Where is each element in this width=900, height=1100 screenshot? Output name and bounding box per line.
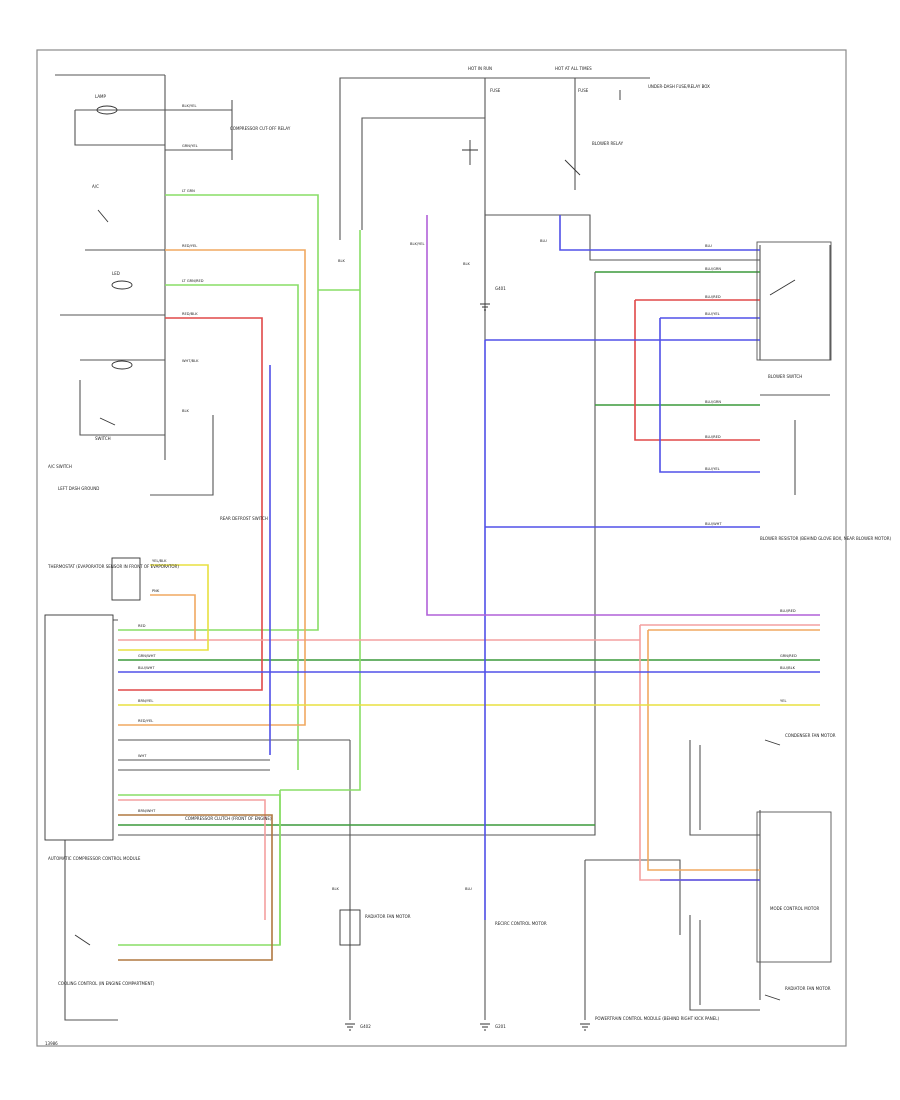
- wire-label: BLU: [540, 239, 547, 243]
- wire-label: BLU/RED: [705, 295, 721, 299]
- lamp-symbol-1: [96, 105, 118, 115]
- thermostat-box: [111, 557, 141, 601]
- switch-symbol-4: [769, 279, 796, 296]
- mode-control-box: [756, 811, 832, 963]
- switch-symbol-3: [99, 417, 116, 426]
- wires: [55, 74, 831, 1021]
- wire-label: BLK/YEL: [410, 242, 425, 246]
- lamp-symbol-2: [111, 280, 133, 290]
- label-under-dash-box: UNDER-DASH FUSE/RELAY BOX: [648, 84, 710, 89]
- ground-symbols: [345, 303, 590, 1031]
- switch-symbol-7: [764, 994, 781, 1001]
- wire-label: BLK: [182, 409, 189, 413]
- wire-label: BLU/WHT: [705, 522, 722, 526]
- label-lamp: LAMP: [95, 94, 107, 99]
- label-thermostat: THERMOSTAT (EVAPORATOR SENSOR IN FRONT O…: [47, 564, 179, 569]
- wire-label: GRN/RED: [780, 654, 797, 658]
- wire-label: RED/YEL: [182, 244, 197, 248]
- label-compressor-cutoff: COMPRESSOR CUT-OFF RELAY: [230, 126, 291, 131]
- wire-label: WHT/BLK: [182, 359, 199, 363]
- label-led: LED: [112, 271, 120, 276]
- wire-label: YEL: [780, 699, 786, 703]
- diagram-frame: [36, 49, 847, 1047]
- label-hot-in-run: HOT IN RUN: [468, 66, 492, 71]
- wire-label: GRN/YEL: [182, 144, 198, 148]
- footer-code: 13986: [45, 1041, 58, 1046]
- switch-symbol-6: [764, 739, 781, 746]
- label-ground-g401: G401: [495, 286, 506, 291]
- switch-symbol-5: [74, 934, 91, 946]
- wire-label: BLU/YEL: [705, 312, 720, 316]
- wire-labels: BLK/YEL GRN/YEL LT GRN RED/YEL LT GRN/RE…: [138, 104, 797, 891]
- wire-label: BLU/YEL: [705, 467, 720, 471]
- wire-label: LT GRN/RED: [182, 279, 204, 283]
- wire-label: BLU/GRN: [705, 400, 721, 404]
- label-blower-relay: BLOWER RELAY: [592, 141, 624, 146]
- label-left-dash-ground: LEFT DASH GROUND: [58, 486, 99, 491]
- label-ground-g201: G201: [495, 1024, 506, 1029]
- wire-label: YEL/BLK: [152, 559, 167, 563]
- wire-label: BLU/RED: [780, 609, 796, 613]
- label-radiator-fan-motor: RADIATOR FAN MOTOR: [365, 914, 411, 919]
- label-compressor-clutch: COMPRESSOR CLUTCH (FRONT OF ENGINE): [185, 816, 272, 821]
- blower-switch-box: [756, 241, 832, 361]
- wire-label: BLU/RED: [705, 435, 721, 439]
- label-a-c: A/C: [92, 184, 99, 189]
- relay-symbol: [462, 140, 478, 165]
- wire-label: BLK: [332, 887, 339, 891]
- wire-label: RED: [138, 624, 146, 628]
- wire-label: BLU: [705, 244, 712, 248]
- wire-label: BLK: [338, 259, 345, 263]
- wire-label: BLU/BLK: [780, 666, 796, 670]
- radiator-fan-motor: [339, 909, 361, 946]
- switch-symbol-1: [564, 159, 581, 176]
- label-ground-g402: G402: [360, 1024, 371, 1029]
- wire-label: BLU: [465, 887, 472, 891]
- label-pcm: POWERTRAIN CONTROL MODULE (BEHIND RIGHT …: [595, 1016, 719, 1021]
- label-radiator-fan: RADIATOR FAN MOTOR: [785, 986, 831, 991]
- ac-control-module-box: [44, 614, 114, 841]
- label-condenser-fan: CONDENSER FAN MOTOR: [785, 733, 836, 738]
- label-ac-switch: A/C SWITCH: [48, 464, 72, 469]
- wire-label: RED/YEL: [138, 719, 153, 723]
- label-mode-control: MODE CONTROL MOTOR: [770, 906, 819, 911]
- switch-symbol-2: [97, 209, 109, 223]
- wire-label: PNK: [152, 589, 160, 593]
- wire-label: GRN/WHT: [138, 654, 156, 658]
- wire-label: BRN/YEL: [138, 699, 153, 703]
- wire-label: BLU/WHT: [138, 666, 155, 670]
- label-hot-at-all-times: HOT AT ALL TIMES: [555, 66, 592, 71]
- label-switch: SWITCH: [95, 436, 111, 441]
- wire-label: BRN/WHT: [138, 809, 156, 813]
- wire-label: WHT: [138, 754, 147, 758]
- label-ecm: AUTOMATIC COMPRESSOR CONTROL MODULE: [48, 856, 141, 861]
- wire-label: RED/BLK: [182, 312, 198, 316]
- wire-label: LT GRN: [182, 189, 195, 193]
- label-fuse-a: FUSE: [490, 88, 501, 93]
- label-blower-switch: BLOWER SWITCH: [768, 374, 802, 379]
- label-recirc-control: RECIRC CONTROL MOTOR: [495, 921, 547, 926]
- lamp-symbol-3: [111, 360, 133, 370]
- label-blower-resistor: BLOWER RESISTOR (BEHIND GLOVE BOX, NEAR …: [760, 536, 892, 541]
- label-rear-defrost: REAR DEFROST SWITCH: [220, 516, 268, 521]
- wire-label: BLK/YEL: [182, 104, 197, 108]
- components: [44, 105, 832, 1031]
- label-cooling-control: COOLING CONTROL (IN ENGINE COMPARTMENT): [58, 981, 155, 986]
- wire-label: BLU/GRN: [705, 267, 721, 271]
- wire-label: BLK: [463, 262, 470, 266]
- labels: HOT IN RUN HOT AT ALL TIMES FUSE FUSE UN…: [45, 66, 892, 1046]
- label-fuse-b: FUSE: [578, 88, 589, 93]
